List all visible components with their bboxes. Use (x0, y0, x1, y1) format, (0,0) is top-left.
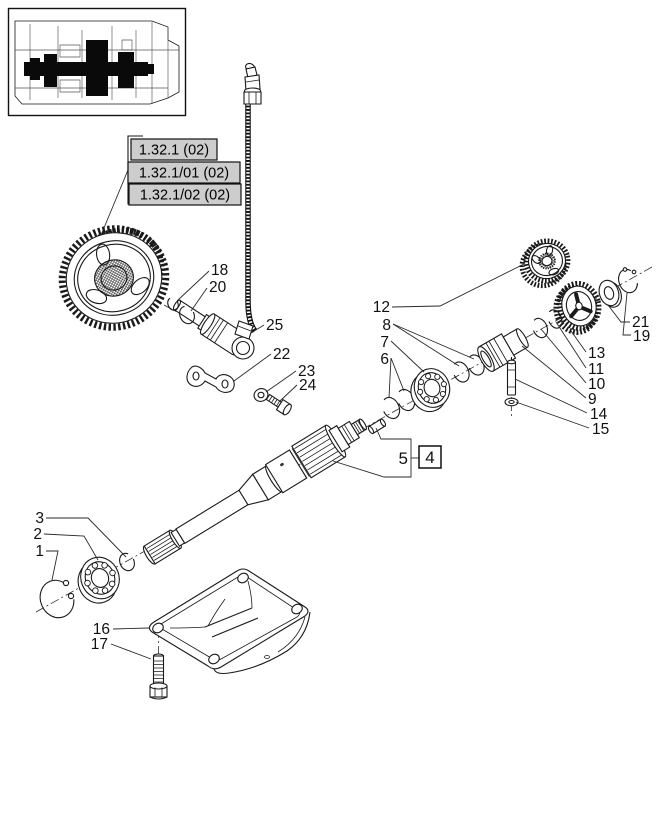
callout-24[interactable]: 24 (299, 377, 317, 394)
thrust-washer-21 (598, 279, 622, 308)
callout-8[interactable]: 8 (382, 317, 391, 334)
retainer-clip-22 (186, 365, 235, 393)
bolt-17 (149, 653, 168, 700)
ref-box-1-label[interactable]: 1.32.1 (02) (139, 143, 209, 159)
callout-5[interactable]: 5 (399, 449, 408, 468)
ball-bearing-7 (410, 368, 451, 413)
callout-14[interactable]: 14 (590, 406, 608, 423)
washer-15 (504, 397, 519, 407)
large-gear (58, 225, 170, 331)
callout-23[interactable]: 23 (298, 363, 315, 380)
retaining-ring-20 (179, 305, 195, 325)
snap-ring-1 (39, 579, 75, 619)
callout-17[interactable]: 17 (91, 636, 108, 653)
ref-box-2-label[interactable]: 1.32.1/01 (02) (139, 166, 229, 182)
seal-ring-8a (452, 361, 470, 383)
snap-ring-18 (167, 297, 179, 311)
shaft-pin-5 (367, 418, 387, 435)
callout-2[interactable]: 2 (33, 526, 42, 543)
callout-3[interactable]: 3 (35, 510, 44, 527)
reference-boxes: 1.32.1 (02) 1.32.1/01 (02) 1.32.1/02 (02… (98, 135, 242, 241)
cover-plate-16 (148, 568, 311, 675)
callout-7[interactable]: 7 (380, 334, 389, 351)
callout-11[interactable]: 11 (588, 361, 604, 378)
dowel-pin-14 (506, 357, 517, 396)
snap-ring-19 (618, 267, 638, 294)
bolt-24 (265, 393, 292, 416)
coupling-sleeve-9 (477, 328, 529, 372)
callout-18[interactable]: 18 (211, 262, 228, 279)
speedo-cable (243, 62, 262, 333)
gear-12 (519, 238, 571, 289)
callout-9[interactable]: 9 (588, 391, 597, 408)
gear-13 (553, 280, 602, 335)
main-shaft (142, 418, 367, 565)
ref-box-2[interactable]: 1.32.1/01 (02) (127, 161, 241, 184)
ref-box-3[interactable]: 1.32.1/02 (02) (128, 183, 242, 206)
callout-15[interactable]: 15 (592, 421, 609, 438)
ref-box-3-label[interactable]: 1.32.1/02 (02) (140, 188, 230, 204)
callout-21[interactable]: 21 (632, 314, 649, 331)
callout-1[interactable]: 1 (35, 543, 44, 560)
washer-23 (253, 388, 269, 402)
callout-10[interactable]: 10 (588, 376, 606, 393)
callout-19[interactable]: 19 (633, 328, 650, 345)
leader-lines (43, 263, 631, 660)
seal-ring-6a (381, 396, 401, 420)
callout-13[interactable]: 13 (588, 345, 605, 362)
seal-ring-10 (531, 317, 549, 339)
speedo-drive (172, 299, 255, 360)
transmission-cross-section-thumbnail (7, 7, 187, 117)
cable-end-fitting (234, 320, 254, 340)
callout-6[interactable]: 6 (380, 351, 389, 368)
callout-4[interactable]: 4 (425, 448, 434, 467)
ref-box-1[interactable]: 1.32.1 (02) (130, 138, 218, 161)
retaining-ring-3 (119, 552, 135, 572)
seal-ring-11 (547, 309, 563, 329)
callouts: 1 2 3 16 17 18 20 25 22 23 24 12 8 7 6 5… (33, 262, 650, 653)
cable-top-connector (243, 62, 262, 105)
ball-bearing-2 (77, 556, 120, 604)
callout-16[interactable]: 16 (93, 621, 110, 638)
callout-4-boxed[interactable]: 4 (418, 445, 442, 469)
highlighted-shaft-silhouette (24, 40, 154, 96)
callout-20[interactable]: 20 (209, 279, 227, 296)
callout-12[interactable]: 12 (373, 299, 390, 316)
callout-22[interactable]: 22 (273, 346, 290, 363)
callout-25[interactable]: 25 (266, 317, 283, 334)
